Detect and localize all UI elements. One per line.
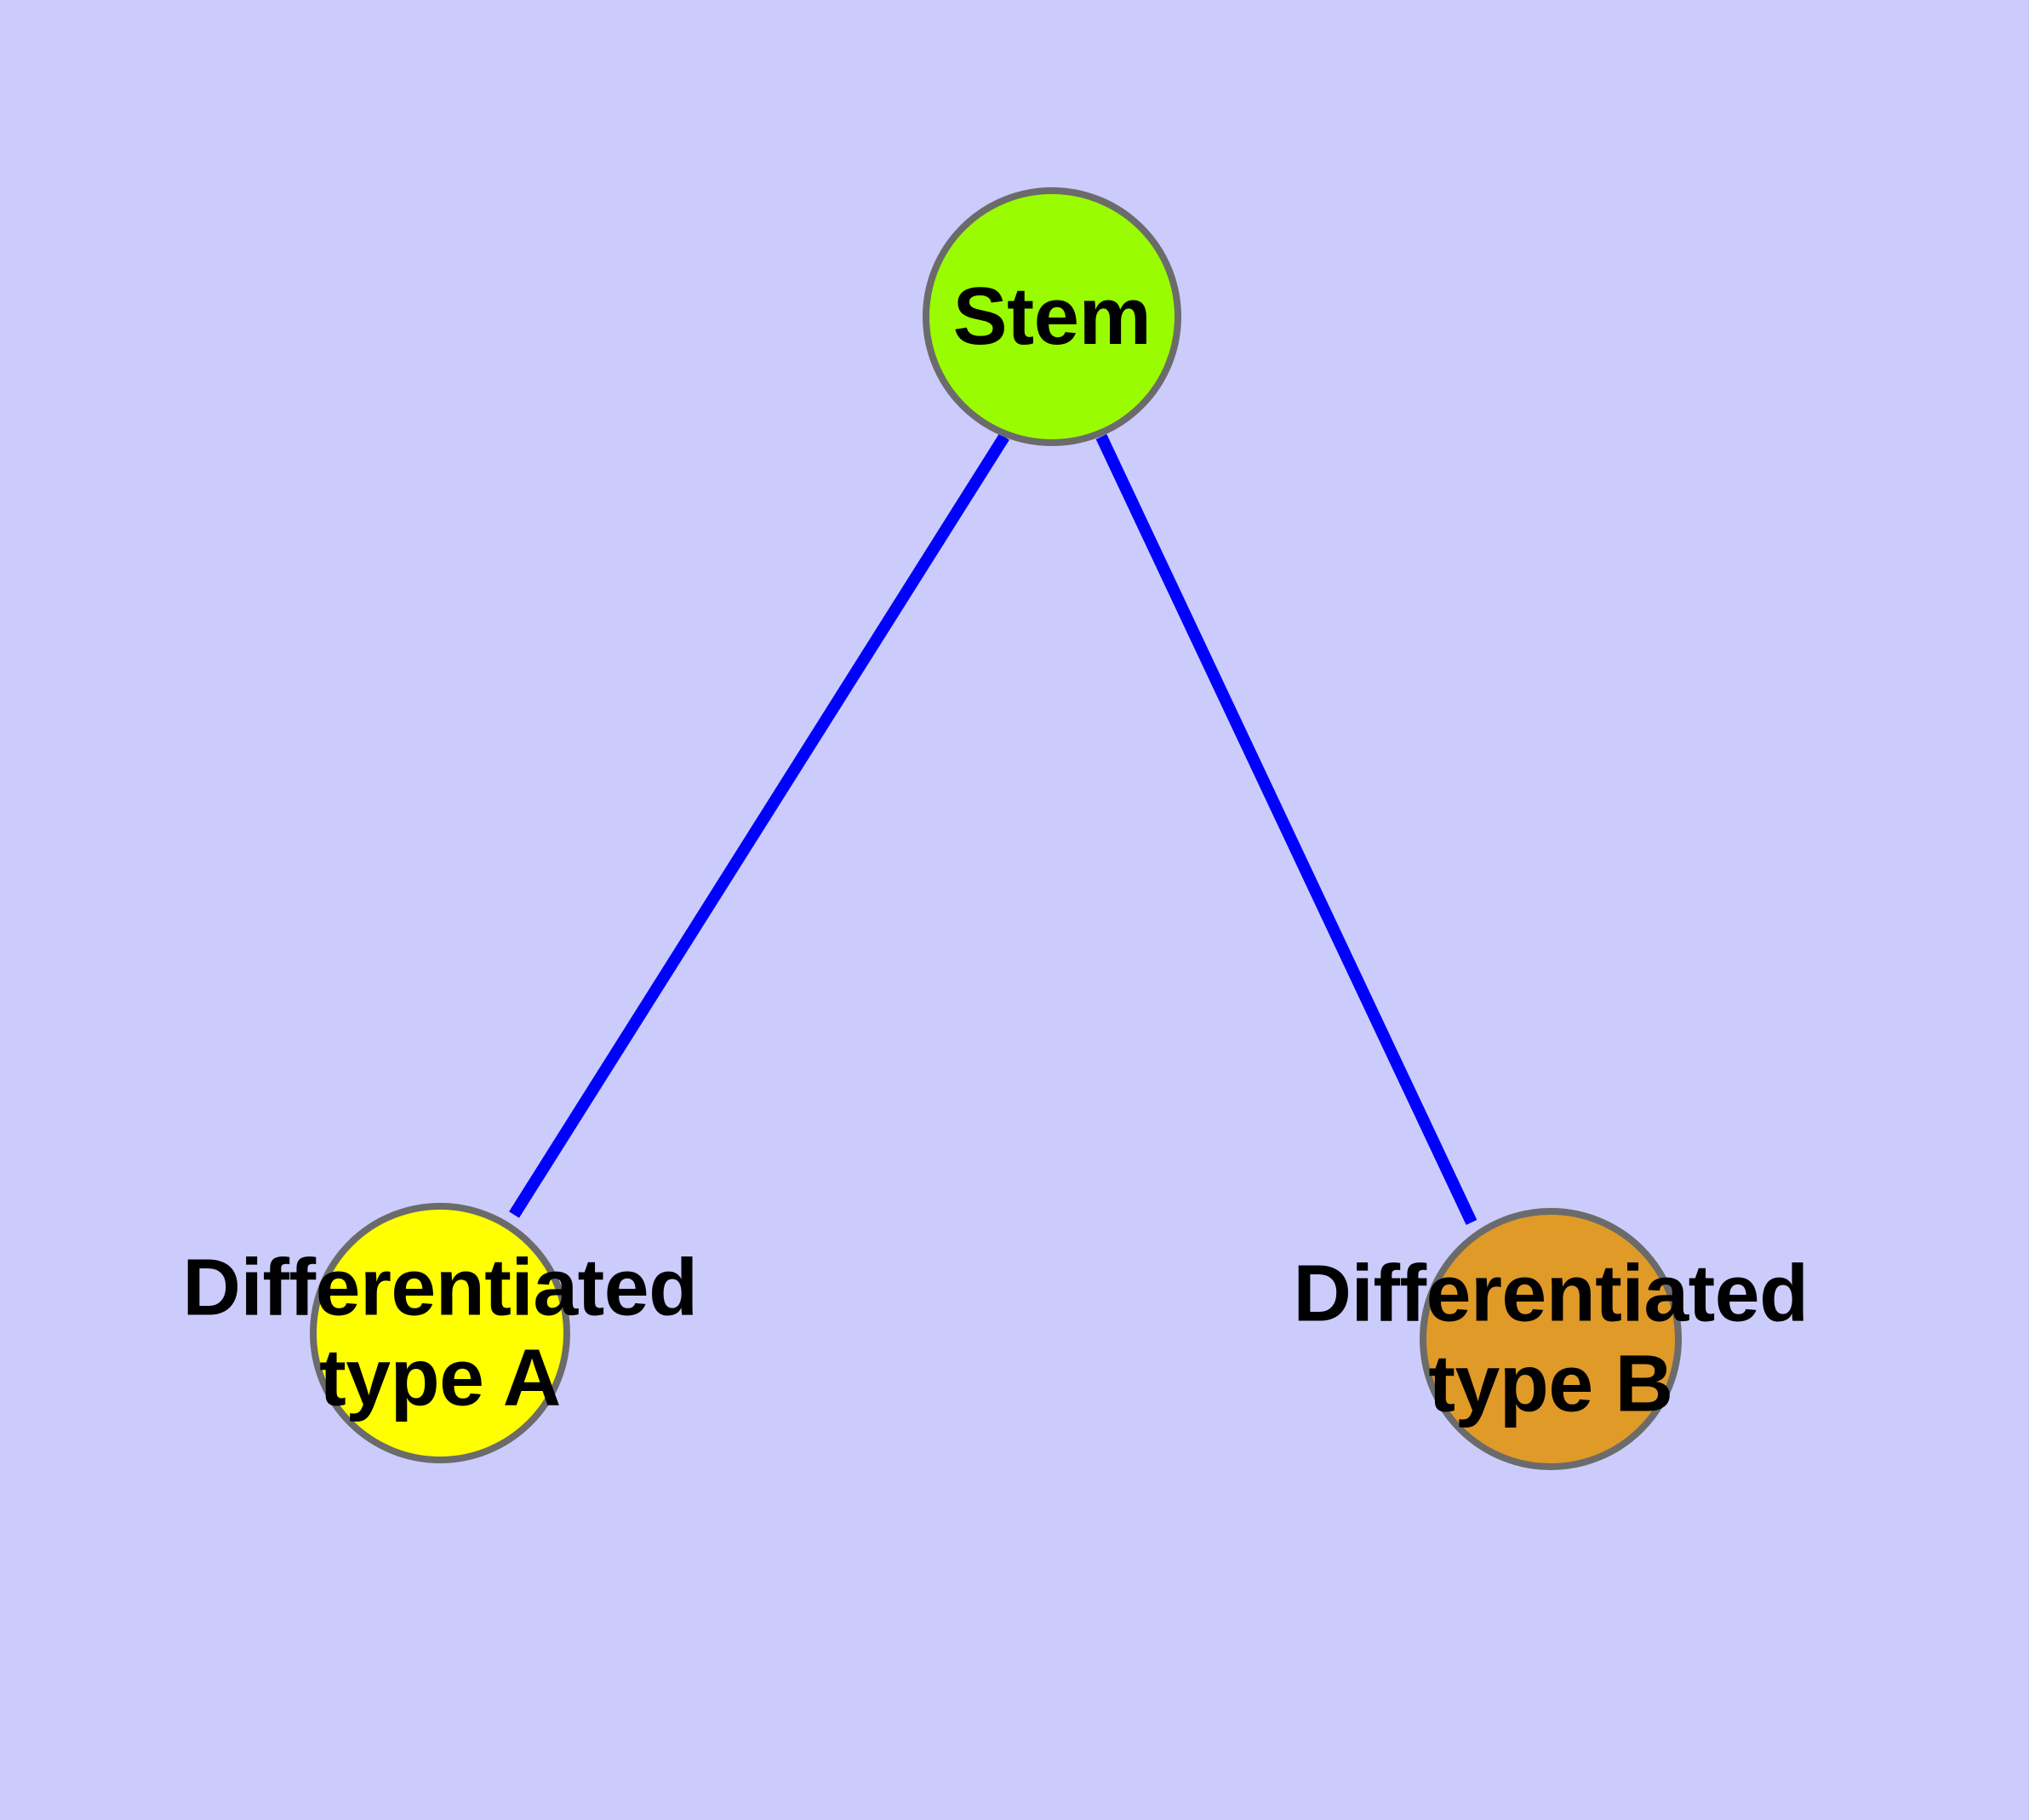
edge-stem-to-differentiated-type-b	[1095, 434, 1477, 1225]
edge-stem-to-differentiated-type-a	[509, 433, 1009, 1218]
node-differentiated-type-a[interactable]	[310, 1203, 570, 1463]
node-stem[interactable]	[923, 187, 1181, 446]
node-differentiated-type-b[interactable]	[1420, 1208, 1682, 1470]
